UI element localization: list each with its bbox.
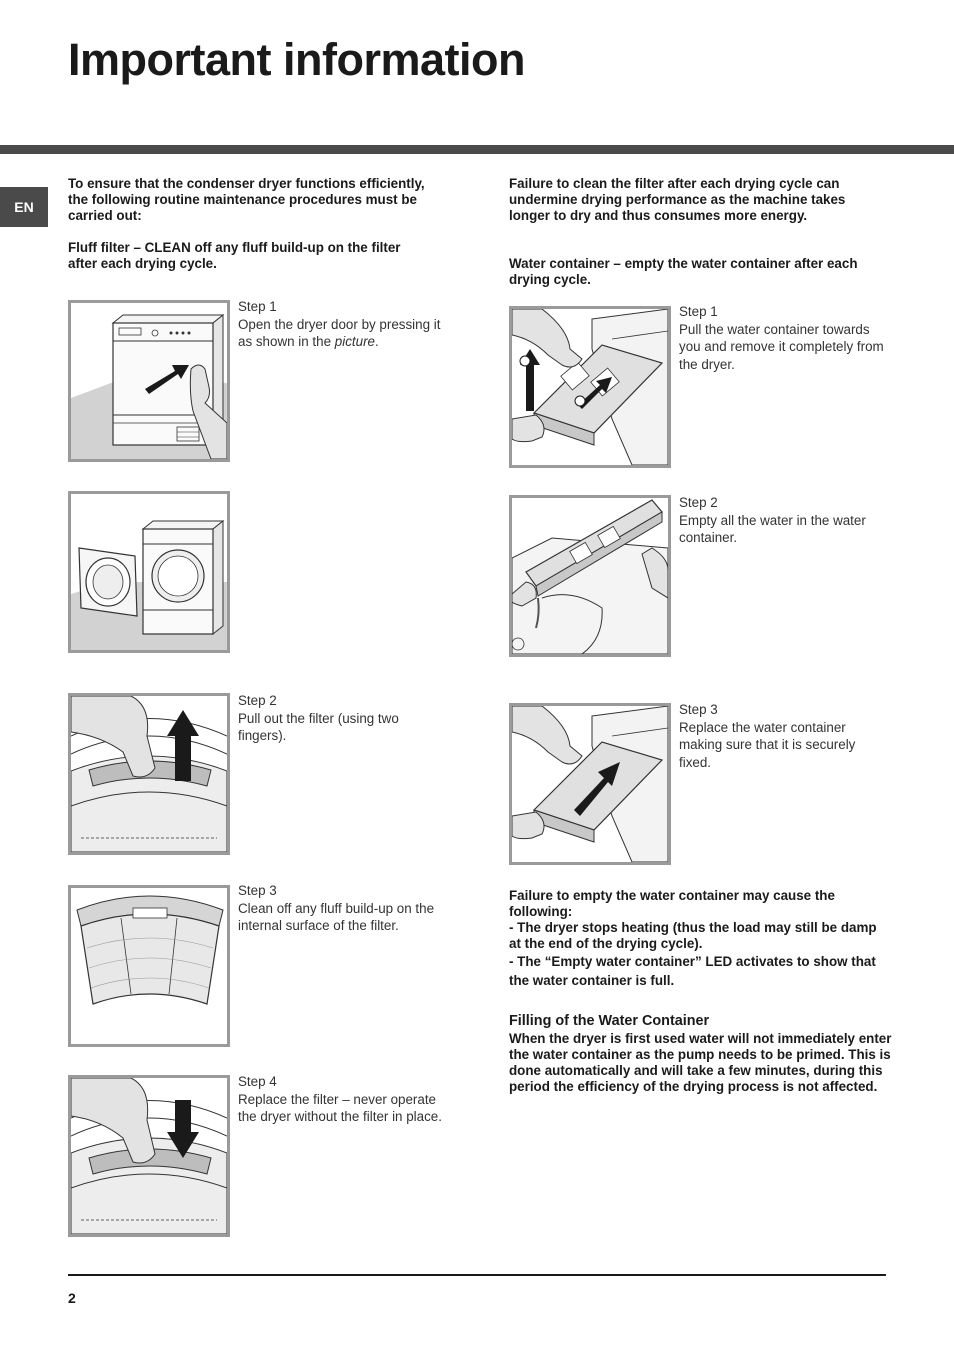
filter-step-4-text: Step 4 Replace the filter – never operat… [238,1073,448,1126]
filter-step-3-body: Clean off any fluff build-up on the inte… [238,900,435,934]
filter-step-1-emphasis: picture [334,334,375,349]
filter-failure-warning: Failure to clean the filter after each d… [509,176,846,223]
illustration-open-door-press [68,300,230,462]
illustration-empty-water-container [509,495,671,657]
filling-text: When the dryer is first used water will … [509,1031,892,1094]
filter-step-2-text: Step 2 Pull out the filter (using two fi… [238,692,448,745]
illustration-clean-filter [68,885,230,1047]
footer-divider [68,1274,886,1276]
filter-step-3-text: Step 3 Clean off any fluff build-up on t… [238,882,448,935]
illustration-door-open [68,491,230,653]
filter-step-1-body: Open the dryer door by pressing it as sh… [238,316,441,350]
filter-step-4-body: Replace the filter – never operate the d… [238,1091,442,1125]
water-step-3-label: Step 3 [679,702,718,717]
illustration-pull-water-container [509,306,671,468]
water-step-1-label: Step 1 [679,304,718,319]
illustration-replace-filter [68,1075,230,1237]
illustration-replace-water-container [509,703,671,865]
language-tab: EN [0,187,48,227]
water-failure-item-heating: - The dryer stops heating (thus the load… [509,920,877,951]
header-divider [0,145,954,154]
water-step-1-body: Pull the water container towards you and… [679,321,884,372]
filter-step-1-text: Step 1 Open the dryer door by pressing i… [238,298,448,351]
water-step-2-label: Step 2 [679,495,718,510]
maintenance-intro: To ensure that the condenser dryer funct… [68,176,425,223]
water-step-2-body: Empty all the water in the water contain… [679,512,866,546]
illustration-pull-filter [68,693,230,855]
water-step-3-body: Replace the water container making sure … [679,719,856,770]
filter-step-2-label: Step 2 [238,693,277,708]
filter-step-2-body: Pull out the filter (using two fingers). [238,710,399,744]
page-number: 2 [68,1290,76,1306]
filter-step-4-label: Step 4 [238,1074,277,1089]
page-title: Important information [68,34,525,85]
filter-step-3-label: Step 3 [238,883,277,898]
filter-step-1-end: . [374,334,379,349]
water-step-1-text: Step 1 Pull the water container towards … [679,303,889,373]
water-failure-warning: Failure to empty the water container may… [509,888,889,990]
filling-heading: Filling of the Water Container [509,1013,710,1029]
water-failure-item-led: - The “Empty water container” LED activa… [509,954,876,988]
filter-step-1-label: Step 1 [238,299,277,314]
water-failure-intro: Failure to empty the water container may… [509,888,835,919]
fluff-filter-heading: Fluff filter – CLEAN off any fluff build… [68,240,401,271]
water-step-2-text: Step 2 Empty all the water in the water … [679,494,889,547]
water-container-heading: Water container – empty the water contai… [509,256,858,287]
water-step-3-text: Step 3 Replace the water container makin… [679,701,889,771]
